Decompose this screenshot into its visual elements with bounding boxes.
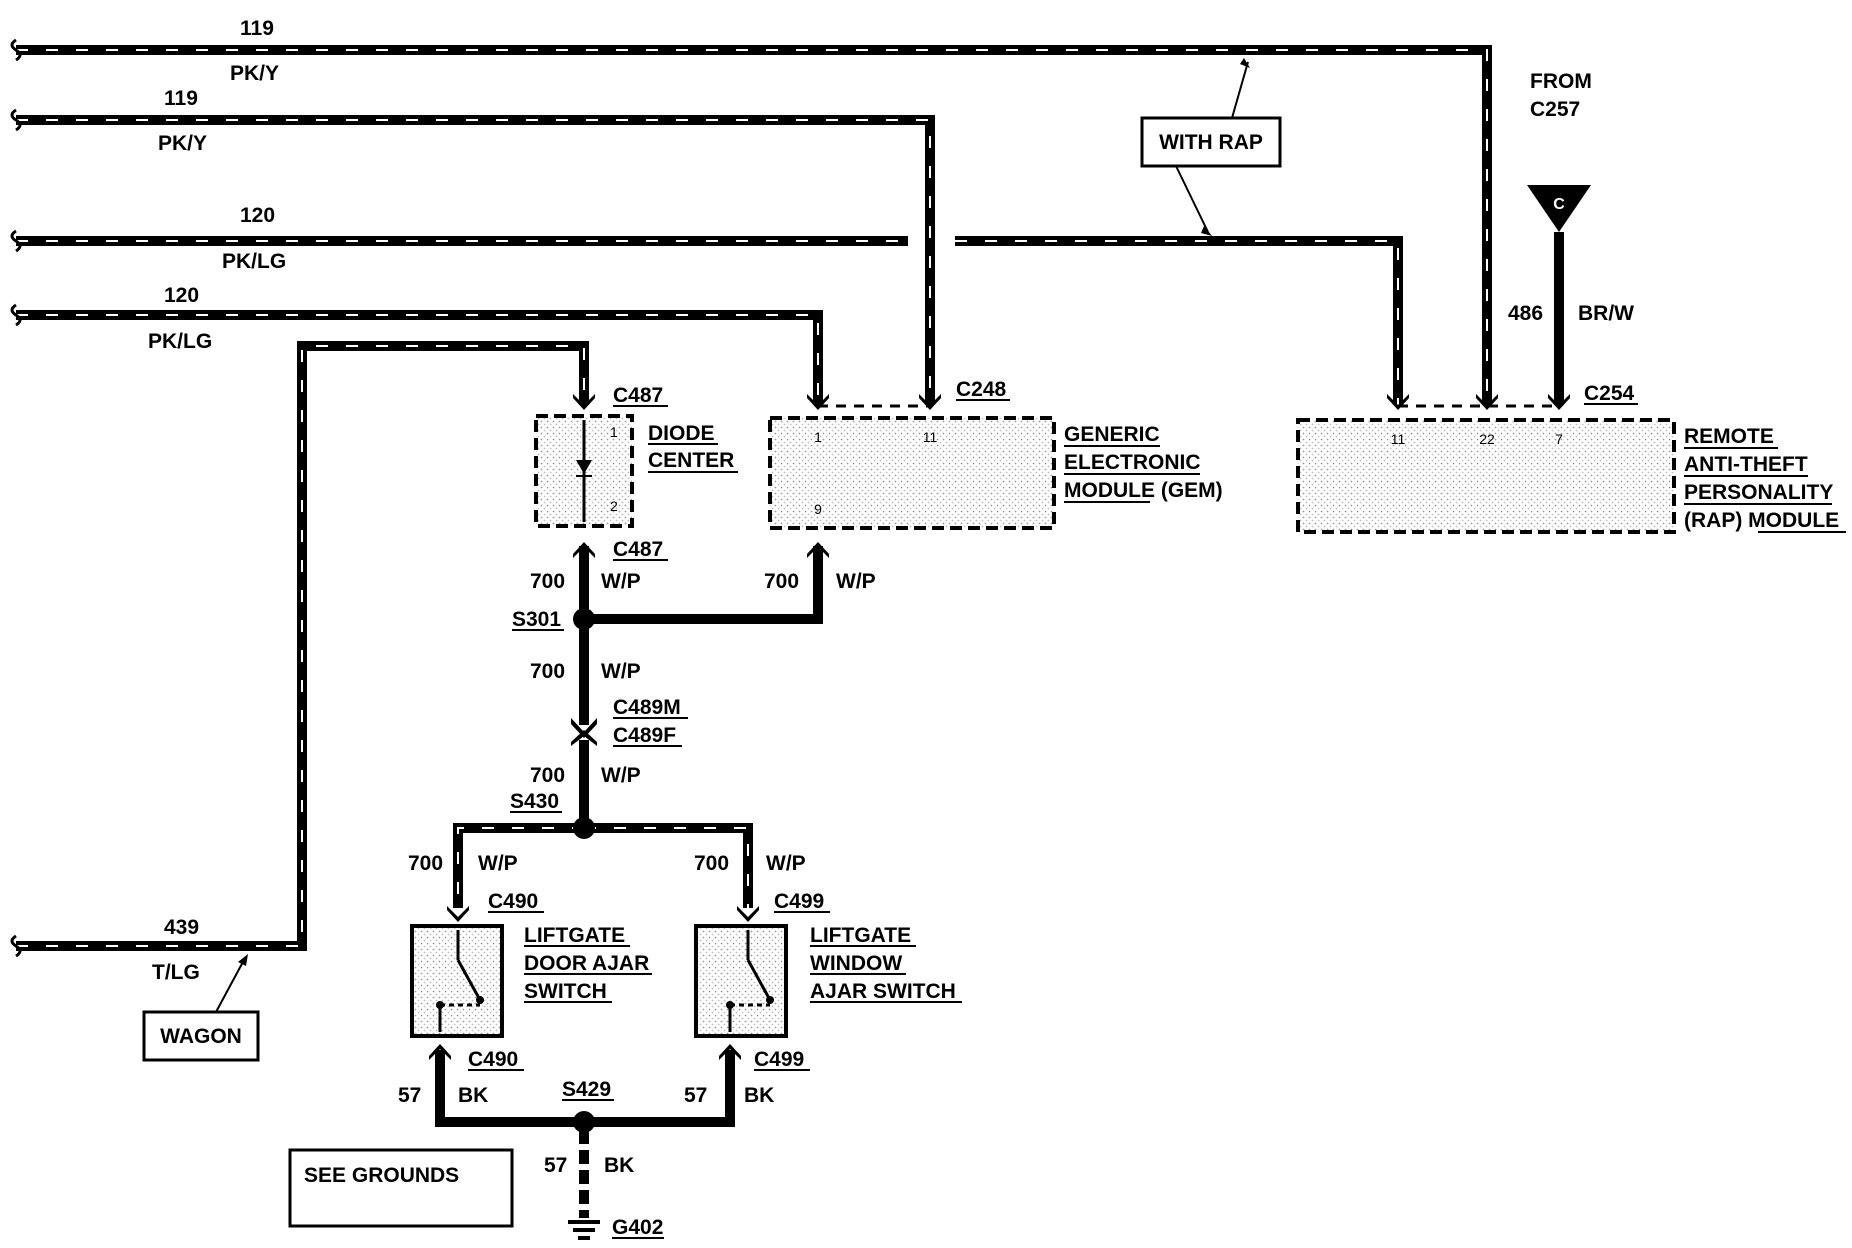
wire-label-color: W/P <box>601 570 641 593</box>
wire-label-color: W/P <box>766 852 806 875</box>
wire-label-color: BK <box>458 1084 488 1107</box>
wire-label-circuit: 700 <box>530 660 565 683</box>
gem-label: ELECTRONIC <box>1064 451 1201 474</box>
connector-label: C254 <box>1584 382 1635 405</box>
diode-center-label: CENTER <box>648 449 734 472</box>
wire-label-circuit: 57 <box>684 1084 707 1107</box>
see-grounds-note[interactable]: SEE GROUNDS <box>288 1148 514 1228</box>
diagram-label: WITH RAP <box>1159 131 1263 154</box>
connector-label: C487 <box>613 384 663 407</box>
with-rap-note: WITH RAP <box>1140 58 1282 236</box>
connector-label: C487 <box>613 538 663 561</box>
diagram-label: 1 <box>814 429 822 445</box>
window-switch-label: LIFTGATE <box>810 924 911 947</box>
diagram-label: 11 <box>1391 431 1406 447</box>
window-ajar-switch <box>694 924 788 1038</box>
wire-label-color: W/P <box>478 852 518 875</box>
connector-label: C489F <box>613 724 676 747</box>
splice-label: S301 <box>512 608 561 631</box>
wire-label-circuit: 120 <box>164 284 199 307</box>
diagram-label: 11 <box>923 429 938 445</box>
door-switch-label: DOOR AJAR <box>524 952 649 975</box>
wire-label-circuit: 120 <box>240 204 275 227</box>
wire-label-color: PK/Y <box>230 62 279 85</box>
wire-label-color: BK <box>744 1084 774 1107</box>
wire-label-color: BR/W <box>1578 302 1634 325</box>
connector-label: C490 <box>488 890 538 913</box>
window-switch-label: AJAR SWITCH <box>810 980 956 1003</box>
diagram-label: SEE GROUNDS <box>304 1164 459 1187</box>
wire-label-circuit: 700 <box>764 570 799 593</box>
diagram-label: 22 <box>1479 431 1495 447</box>
rap-label: REMOTE <box>1684 425 1774 448</box>
wire-label-circuit: 700 <box>530 570 565 593</box>
rap-label: ANTI-THEFT <box>1684 453 1808 476</box>
diagram-label: 7 <box>1555 431 1563 447</box>
ground-icon <box>568 1220 600 1240</box>
wire-label-color: PK/Y <box>158 132 207 155</box>
door-ajar-switch <box>410 924 504 1038</box>
diagram-label: 2 <box>610 498 618 514</box>
c-reference-icon: C <box>1527 185 1591 232</box>
connector-label: C490 <box>468 1048 518 1071</box>
wire-label-circuit: 119 <box>164 87 198 110</box>
splice-s429 <box>573 1111 595 1133</box>
wire-label-color: PK/LG <box>222 250 286 273</box>
door-switch-label: LIFTGATE <box>524 924 625 947</box>
wire-label-color: W/P <box>836 570 876 593</box>
wire-119-second <box>16 115 935 405</box>
diagram-label: 1 <box>610 424 618 440</box>
wire-label-color: W/P <box>601 764 641 787</box>
gem-label: MODULE (GEM) <box>1064 479 1223 502</box>
door-switch-label: SWITCH <box>524 980 607 1003</box>
wire-label-circuit: 57 <box>544 1154 567 1177</box>
rap-label: (RAP) MODULE <box>1684 509 1839 532</box>
wire-label-color: T/LG <box>152 961 200 984</box>
connector-label: C499 <box>754 1048 804 1071</box>
wire-label-circuit: 486 <box>1508 302 1543 325</box>
wire-label-circuit: 700 <box>408 852 443 875</box>
rap-label: PERSONALITY <box>1684 481 1833 504</box>
diode-center-label: DIODE <box>648 422 715 445</box>
wire-label-circuit: 57 <box>398 1084 421 1107</box>
window-switch-label: WINDOW <box>810 952 902 975</box>
connector-label: C499 <box>774 890 824 913</box>
from-label: FROM <box>1530 70 1592 93</box>
wire-ends <box>10 38 22 958</box>
connector-pins <box>429 394 1570 1060</box>
from-connector-label: C257 <box>1530 98 1580 121</box>
splice-s301 <box>573 608 595 630</box>
wire-119-top <box>16 45 1492 405</box>
wire-700-gem <box>584 546 823 624</box>
diagram-label: WAGON <box>160 1025 242 1048</box>
connector-label: C248 <box>956 378 1007 401</box>
gem-label: GENERIC <box>1064 423 1160 446</box>
splice-label: S430 <box>510 790 559 813</box>
wire-label-color: W/P <box>601 660 641 683</box>
splice-s430 <box>573 817 595 839</box>
wire-label-circuit: 700 <box>530 764 565 787</box>
rap-module: 11 22 7 <box>1296 418 1676 534</box>
wire-120-second <box>16 310 823 405</box>
splice-label: S429 <box>562 1078 611 1101</box>
wire-label-color: PK/LG <box>148 330 212 353</box>
wire-57-right <box>584 1050 735 1127</box>
wire-120-right <box>955 236 1403 405</box>
wire-57-left <box>435 1050 584 1127</box>
ground-label: G402 <box>612 1216 663 1239</box>
wire-label-circuit: 119 <box>240 17 274 40</box>
wagon-note: WAGON <box>142 954 260 1062</box>
wire-label-circuit: 700 <box>694 852 729 875</box>
diagram-label: 9 <box>814 501 822 517</box>
gem-module: 1 11 9 <box>768 416 1056 530</box>
connector-label: C489M <box>613 696 681 719</box>
wire-label-color: BK <box>604 1154 634 1177</box>
diagram-label: C <box>1553 196 1565 213</box>
diode-center: 1 2 <box>534 414 634 528</box>
wire-label-circuit: 439 <box>164 916 199 939</box>
